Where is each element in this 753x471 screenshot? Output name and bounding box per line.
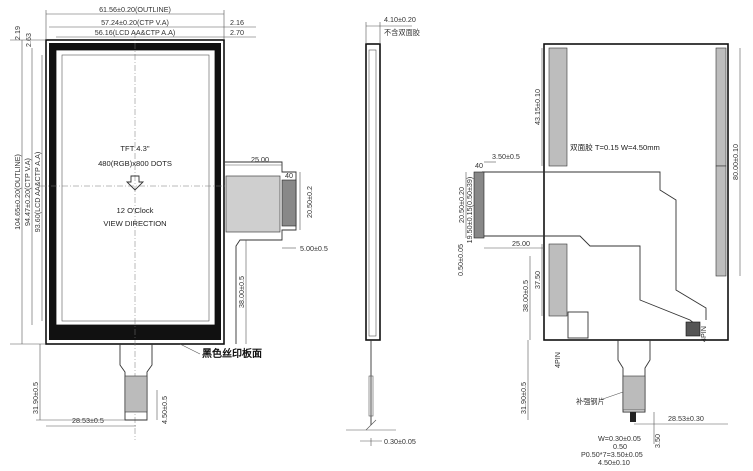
dim-tail-bottom: 4.50±0.5 [160, 396, 169, 424]
front-fpc-pins [281, 179, 297, 227]
dim-pin-offset: 3.50±0.5 [492, 152, 520, 161]
tape-strip-left-top [548, 47, 568, 167]
dim-right-offset-1: 2.16 [230, 18, 244, 27]
back-fpc-pins [473, 171, 485, 239]
dim-top-offset-2: 2.63 [24, 33, 33, 47]
screen-line-2: 480(RGB)x800 DOTS [98, 159, 172, 168]
connector-label: 4PIN [699, 326, 708, 342]
side-view: 4.10±0.20 不含双面胶 0.30±0.05 [346, 15, 420, 446]
front-view: TFT 4.3" 480(RGB)x800 DOTS 12 O'Clock VI… [10, 5, 328, 440]
side-body [365, 43, 381, 341]
back-connector [685, 321, 701, 337]
side-inner [368, 49, 377, 337]
dim-thickness: 4.10±0.20 [384, 15, 416, 24]
dim-fpc-thickness: 0.30±0.05 [384, 437, 416, 446]
dim-tape-top: 43.15±0.10 [533, 89, 542, 125]
dim-fpc-height: 20.50±0.2 [305, 186, 314, 218]
dim-right-offset-2: 2.70 [230, 28, 244, 37]
tape-strip-left-bottom [548, 243, 568, 317]
back-fpc-lower [482, 235, 701, 329]
dim-back-fpc-length: 25.00 [512, 239, 530, 248]
tape-label: 双面胶 T=0.15 W=4.50mm [570, 142, 660, 152]
dim-pin-width: 0.50±0.05 [456, 244, 465, 276]
dim-back-tail-center: 28.53±0.30 [668, 414, 704, 423]
back-tail-tip [630, 412, 636, 422]
dim-outline-height: 104.65±0.20(OUTLINE) [13, 154, 22, 230]
dim-fpc-drop: 38.00±0.5 [237, 276, 246, 308]
dim-tail-length: 31.90±0.5 [31, 382, 40, 414]
tape-strip-right-top [715, 47, 727, 167]
dim-tail-total: 4.50±0.10 [598, 458, 630, 467]
dim-lcd-aa-height: 93.60(LCD AA&CTP A.A) [33, 152, 42, 233]
screen-line-1: TFT 4.3" [120, 144, 149, 153]
front-fpc-hatch [225, 175, 281, 233]
dim-tail-width-1: W=0.30±0.05 [598, 434, 641, 443]
active-area [55, 49, 216, 326]
lcd-aa [61, 54, 210, 322]
back-pin-count: 40 [475, 161, 483, 170]
back-tail-marker: 4PIN [553, 352, 562, 368]
dim-back-fpc-drop: 38.00±0.5 [521, 280, 530, 312]
screen-line-3: 12 O'Clock [117, 206, 154, 215]
dim-tail-center: 28.53±0.5 [72, 416, 104, 425]
stiffener-label: 补强钢片 [576, 397, 605, 406]
dim-height-right: 80.00±0.10 [731, 144, 740, 180]
back-view: 双面胶 T=0.15 W=4.50mm 43.15±0.10 37.50 80.… [456, 43, 741, 467]
front-tail [119, 344, 153, 421]
dim-outline-width: 61.56±0.20(OUTLINE) [99, 5, 171, 14]
dim-ctp-va-width: 57.24±0.20(CTP V.A) [101, 18, 169, 27]
dim-lcd-aa-width: 56.16(LCD AA&CTP A.A) [95, 28, 176, 37]
front-fpc-outline [224, 161, 297, 344]
dim-tail-pitch: P0.50*7=3.50±0.05 [581, 450, 643, 459]
silkscreen-label: 黑色丝印板面 [202, 347, 262, 360]
view-direction-arrow-icon [125, 175, 145, 191]
dim-fpc-offset: 5.00±0.5 [300, 244, 328, 253]
dim-top-offset-1: 2.19 [13, 26, 22, 40]
dim-tail-width-2: 0.50 [613, 442, 627, 451]
back-outline [543, 43, 729, 341]
dim-ctp-va-height: 94.47±0.20(CTP V.A) [23, 158, 32, 226]
back-tail-stiffener [622, 375, 646, 411]
dim-fpc-length: 25.00 [251, 155, 269, 164]
dim-back-tail-length: 31.90±0.5 [519, 382, 528, 414]
tape-strip-right-mid [715, 165, 727, 277]
dim-tail-height: 3.50 [653, 434, 662, 448]
dim-back-fpc-height: 20.50±0.20 [457, 187, 466, 223]
dim-pin-pitch: 19.50±0.15(0.50±39) [465, 177, 474, 244]
front-pin-count: 40 [285, 171, 293, 180]
dim-tape-bottom: 37.50 [533, 271, 542, 289]
screen-line-4: VIEW DIRECTION [103, 219, 166, 228]
back-fpc-upper [482, 171, 707, 320]
side-note: 不含双面胶 [384, 28, 420, 37]
back-component [567, 311, 589, 339]
front-tail-stiffener [124, 375, 148, 413]
